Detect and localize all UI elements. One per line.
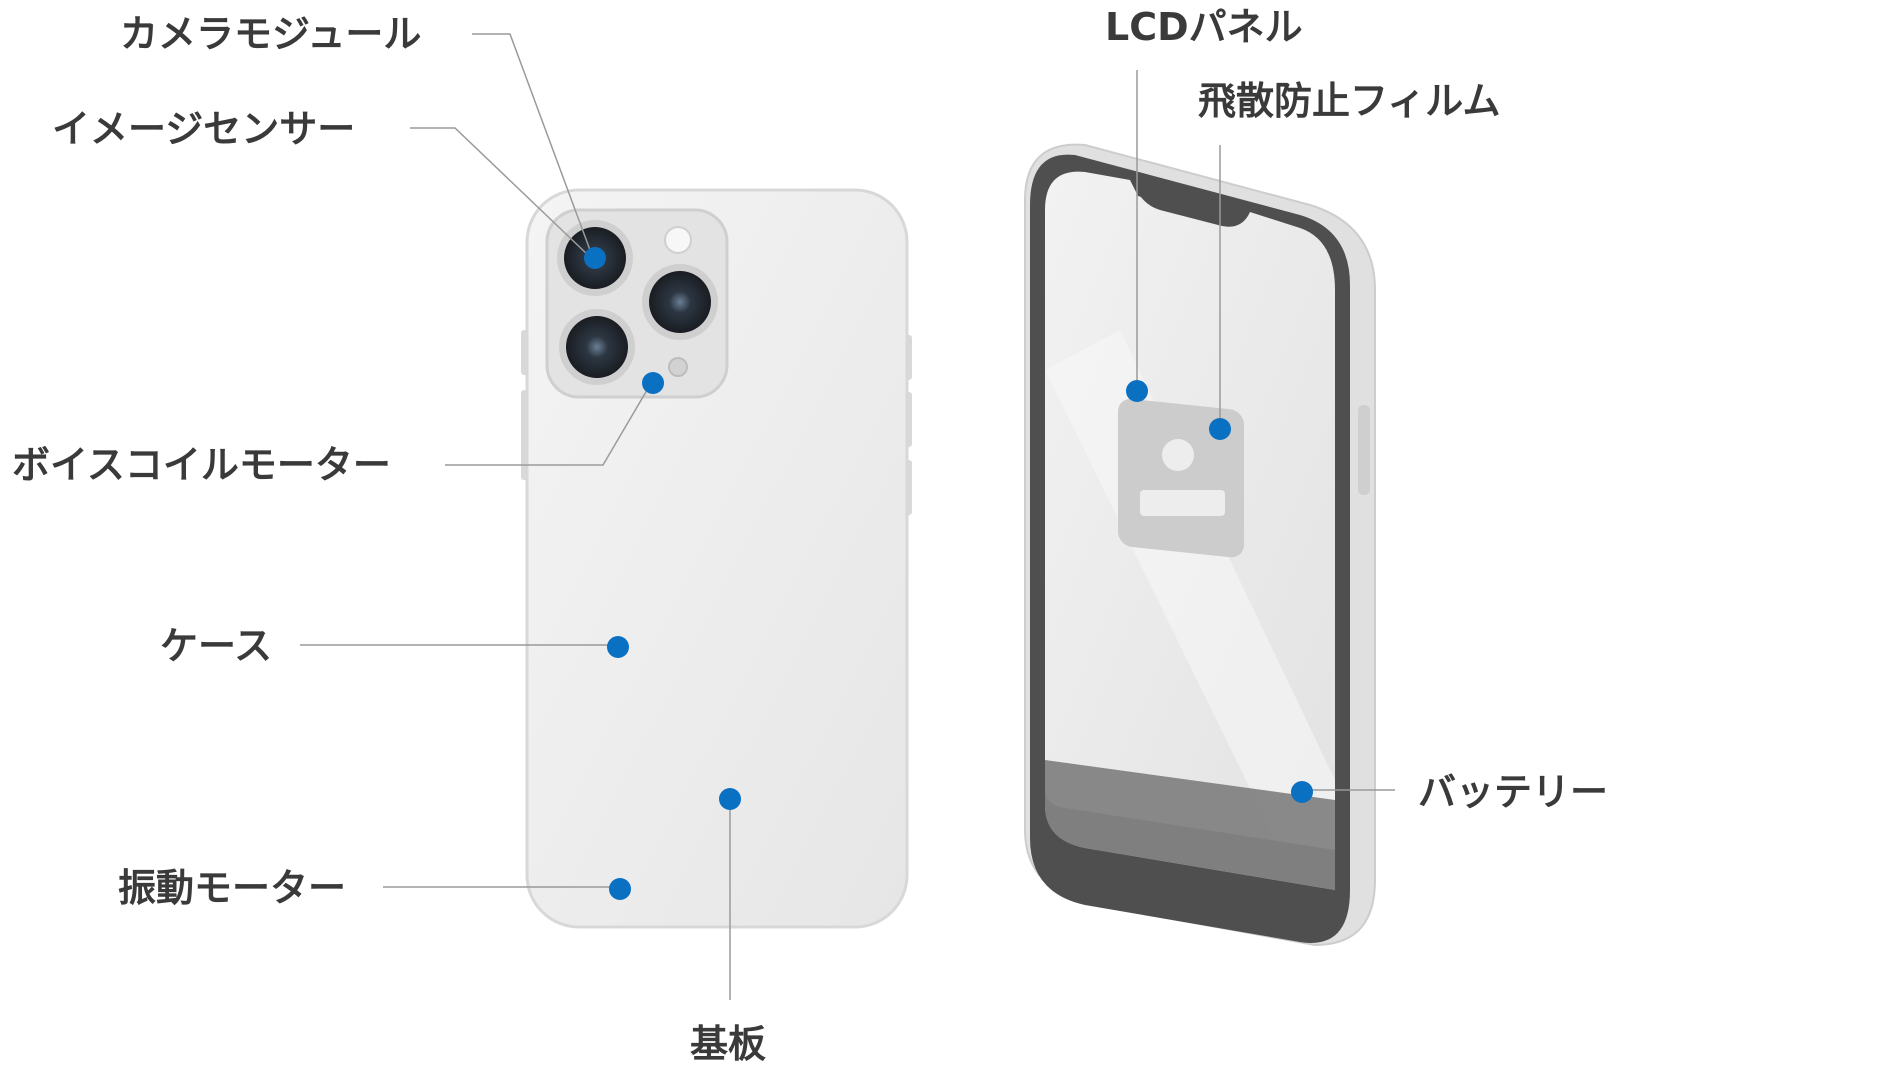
lens-icon	[649, 271, 711, 333]
marker-board	[719, 788, 741, 810]
leader-line	[410, 127, 589, 256]
phone-back	[521, 188, 912, 929]
label-shatterproof-film: 飛散防止フィルム	[1198, 79, 1501, 123]
label-vibration-motor: 振動モーター	[118, 866, 347, 910]
marker-case	[607, 636, 629, 658]
label-voice-coil-motor: ボイスコイルモーター	[12, 443, 391, 487]
leader-line	[472, 33, 591, 251]
marker-shatterproof-film	[1209, 418, 1231, 440]
marker-camera-module	[584, 247, 606, 269]
label-image-sensor: イメージセンサー	[52, 107, 356, 151]
leader-lines	[300, 33, 1395, 1000]
label-lcd-panel: LCDパネル	[1105, 5, 1303, 49]
markers	[584, 247, 1313, 900]
battery-area-shade	[1045, 760, 1335, 890]
marker-voice-coil-motor	[642, 372, 664, 394]
leader-line	[445, 384, 651, 466]
image-placeholder-circle	[1162, 439, 1194, 471]
label-case: ケース	[160, 624, 273, 668]
image-placeholder-bar	[1140, 490, 1225, 516]
lens-icon	[566, 316, 628, 378]
microphone-icon	[668, 357, 688, 377]
image-placeholder-icon	[1118, 398, 1244, 558]
flash-icon	[664, 226, 692, 254]
label-battery: バッテリー	[1418, 770, 1609, 814]
side-button	[1358, 405, 1370, 495]
marker-battery	[1291, 781, 1313, 803]
phone-front	[1024, 143, 1376, 947]
marker-lcd-panel	[1126, 380, 1148, 402]
marker-vibration-motor	[609, 878, 631, 900]
label-camera-module: カメラモジュール	[120, 12, 422, 56]
label-board: 基板	[690, 1022, 767, 1066]
screen-reflection	[1045, 330, 1335, 878]
